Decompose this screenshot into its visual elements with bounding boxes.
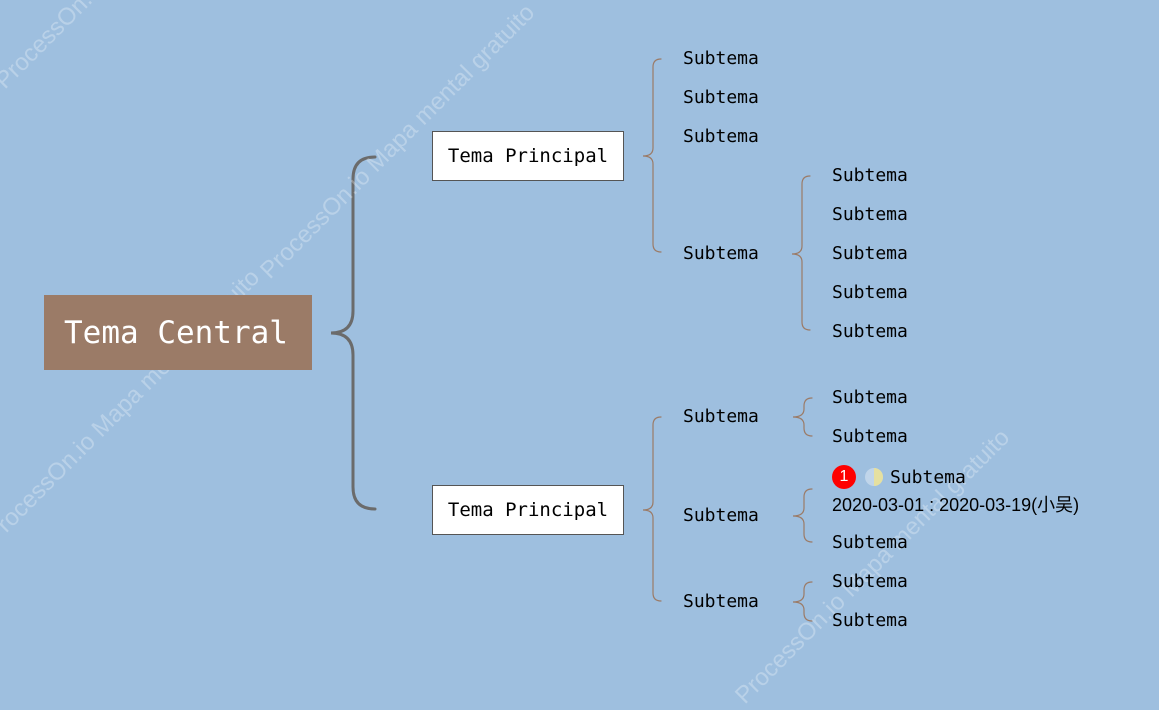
subtopic-1-4-3[interactable]: Subtema (832, 243, 908, 264)
subtopic-1-4-2[interactable]: Subtema (832, 204, 908, 225)
subtopic-bracket-1 (642, 58, 662, 253)
mind-map-canvas: ProcessOn.io Mapa mental gratuito Proces… (0, 0, 1079, 709)
subtopic-2-3-2[interactable]: Subtema (832, 610, 908, 631)
subtopic-2-3-1[interactable]: Subtema (832, 571, 908, 592)
central-topic[interactable]: Tema Central (44, 295, 312, 370)
main-topic-2[interactable]: Tema Principal (432, 485, 624, 535)
subtopic-2-2-1[interactable]: 1 Subtema 2020-03-01 : 2020-03-19(小吴) (832, 464, 1079, 520)
child-bracket-2-2 (792, 488, 813, 543)
main-bracket (330, 155, 377, 511)
subtopic-2-1[interactable]: Subtema (683, 406, 759, 427)
subtopic-bracket-2 (642, 416, 662, 602)
priority-badge: 1 (832, 465, 856, 489)
main-topic-1[interactable]: Tema Principal (432, 131, 624, 181)
child-bracket-2-3 (792, 581, 813, 622)
child-bracket-1-4 (791, 175, 811, 331)
subtopic-2-2-2[interactable]: Subtema (832, 532, 908, 553)
subtopic-1-4[interactable]: Subtema (683, 243, 759, 264)
subtopic-2-2[interactable]: Subtema (683, 505, 759, 526)
half-progress-icon (865, 468, 883, 486)
subtopic-1-4-5[interactable]: Subtema (832, 321, 908, 342)
subtopic-1-4-4[interactable]: Subtema (832, 282, 908, 303)
subtopic-2-1-2[interactable]: Subtema (832, 426, 908, 447)
subtopic-label: Subtema (890, 466, 966, 488)
subtopic-1-3[interactable]: Subtema (683, 126, 759, 147)
subtopic-2-3[interactable]: Subtema (683, 591, 759, 612)
subtopic-1-2[interactable]: Subtema (683, 87, 759, 108)
subtopic-2-1-1[interactable]: Subtema (832, 387, 908, 408)
date-range: 2020-03-01 : 2020-03-19(小吴) (832, 495, 1080, 515)
subtopic-1-1[interactable]: Subtema (683, 48, 759, 69)
connector-layer (330, 58, 813, 622)
subtopic-1-4-1[interactable]: Subtema (832, 165, 908, 186)
child-bracket-2-1 (792, 397, 813, 437)
